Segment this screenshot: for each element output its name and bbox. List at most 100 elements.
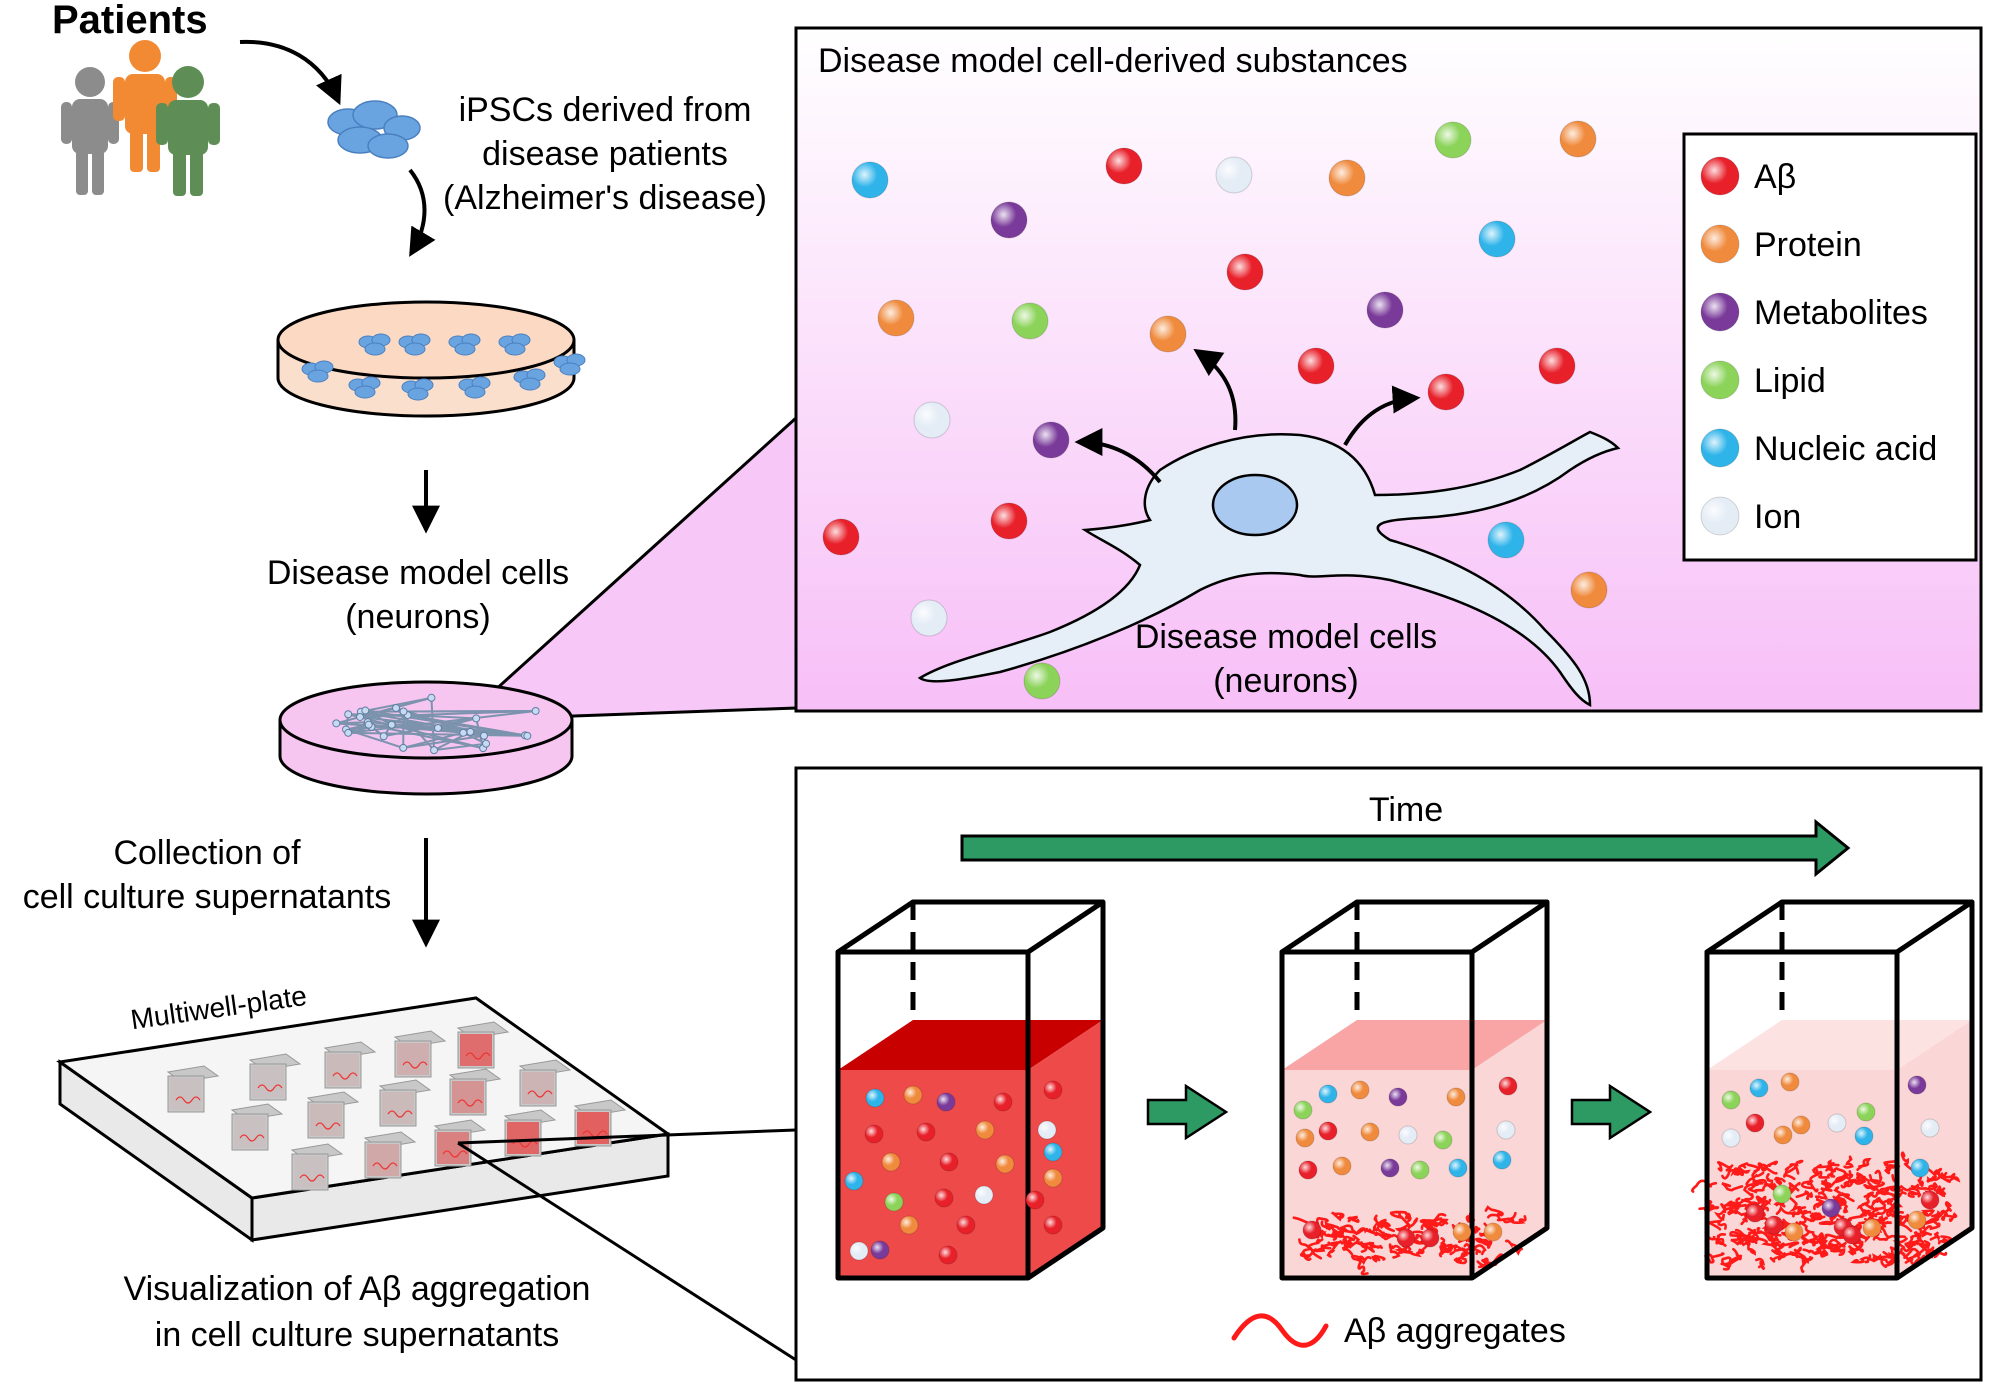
model-cells-label-line1: Disease model cells [267,554,569,592]
time-arrow [960,818,1851,878]
plate-well [518,1059,572,1107]
well-molecule [1295,1128,1315,1148]
substance-dot [1366,291,1404,329]
plate-well [323,1041,377,1089]
well-molecule [881,1152,901,1172]
well-molecule [1025,1190,1045,1210]
plate-well [363,1131,417,1179]
substance-dot [1328,159,1366,197]
release-arrow-left [1074,428,1162,484]
neuron-soma [361,706,370,715]
well-molecule [993,1092,1013,1112]
neuron-soma [482,739,491,748]
well-molecule [1332,1156,1352,1176]
patient-green [156,66,220,196]
well-molecule [1745,1113,1765,1133]
plate-well [503,1109,557,1157]
substance-dot [1434,121,1472,159]
ipsc-label-line1: iPSCs derived from [459,91,752,129]
well-molecule [1448,1158,1468,1178]
legend-swatch [1700,360,1740,400]
legend-item: Nucleic acid [1700,428,1937,468]
legend-item: Lipid [1700,360,1826,400]
patients-label: Patients [52,0,208,42]
substance-dots [822,120,1608,700]
legend-label: Lipid [1754,362,1826,400]
neuron-soma [480,731,489,740]
ipsc-colony-icon [301,360,334,383]
well-molecule [884,1192,904,1212]
substance-dot [822,518,860,556]
arrow-patients-to-ipsc [239,39,342,106]
ipsc-colony-icon [513,368,546,391]
well-molecule [1452,1222,1472,1242]
neurite [365,709,526,737]
ipsc-label-line2: disease patients [482,135,728,173]
step-arrow-2 [1570,1083,1653,1141]
callout-line-lower [457,1141,797,1362]
visualization-label-line1: Visualization of Aβ aggregation [124,1270,591,1308]
neuron-soma [427,693,436,702]
legend-item: Protein [1700,224,1862,264]
ipsc-colony-icon [348,376,381,399]
well-molecule [1498,1076,1518,1096]
well-molecule [974,1185,994,1205]
plate-well [230,1103,284,1151]
well-molecule [1721,1128,1741,1148]
well-molecule [1396,1228,1416,1248]
well-molecule [1745,1203,1765,1223]
legend-item: Metabolites [1700,292,1928,332]
well-molecule [1492,1150,1512,1170]
well-molecule [939,1152,959,1172]
well-molecule [1043,1168,1063,1188]
cell-label-line2: (neurons) [1213,662,1359,700]
well-molecule [1302,1220,1322,1240]
legend-label: Aβ [1754,158,1796,196]
substance-dot [990,201,1028,239]
neuron-soma [344,728,353,737]
ipsc-colony-icon [398,333,431,356]
well-molecule [1721,1090,1741,1110]
plate-well [393,1030,447,1078]
well-molecule [1854,1126,1874,1146]
legend-item: Aβ [1700,156,1796,196]
well-molecule [1764,1215,1784,1235]
well-molecule [849,1241,869,1261]
well-molecule [1043,1215,1063,1235]
plate-well [306,1091,360,1139]
neurite [433,742,487,752]
well-molecule [1773,1125,1793,1145]
substance-dot [913,401,951,439]
patient-orange [113,40,177,172]
well-molecule [1907,1075,1927,1095]
neurite [348,731,528,737]
neurite [336,696,432,725]
aggregate-fibrils [1292,1205,1527,1276]
well-molecule [844,1171,864,1191]
well-molecule [956,1215,976,1235]
neurite [368,723,484,750]
well-molecule [1420,1228,1440,1248]
substance-dot [910,599,948,637]
well-molecule [1910,1158,1930,1178]
legend-item: Ion [1700,496,1801,536]
neuron-culture-dish [278,680,574,796]
well-molecule [1380,1158,1400,1178]
well-molecule [1318,1121,1338,1141]
neuron-nucleus [1211,473,1299,537]
substances-panel: Disease model cell-derived substances Di… [794,26,1983,713]
legend-swatch [1700,224,1740,264]
substance-dot [1427,373,1465,411]
well-molecule [1821,1198,1841,1218]
well-molecule [1842,1225,1862,1245]
neuron-soma [531,706,540,715]
legend-box [1682,132,1978,562]
plate-well [248,1053,302,1101]
well-molecule [1780,1072,1800,1092]
substance-dot [1023,662,1061,700]
well-molecule [1856,1102,1876,1122]
neuron-soma [364,720,373,729]
substance-dot [1538,347,1576,385]
well-molecule [1388,1087,1408,1107]
